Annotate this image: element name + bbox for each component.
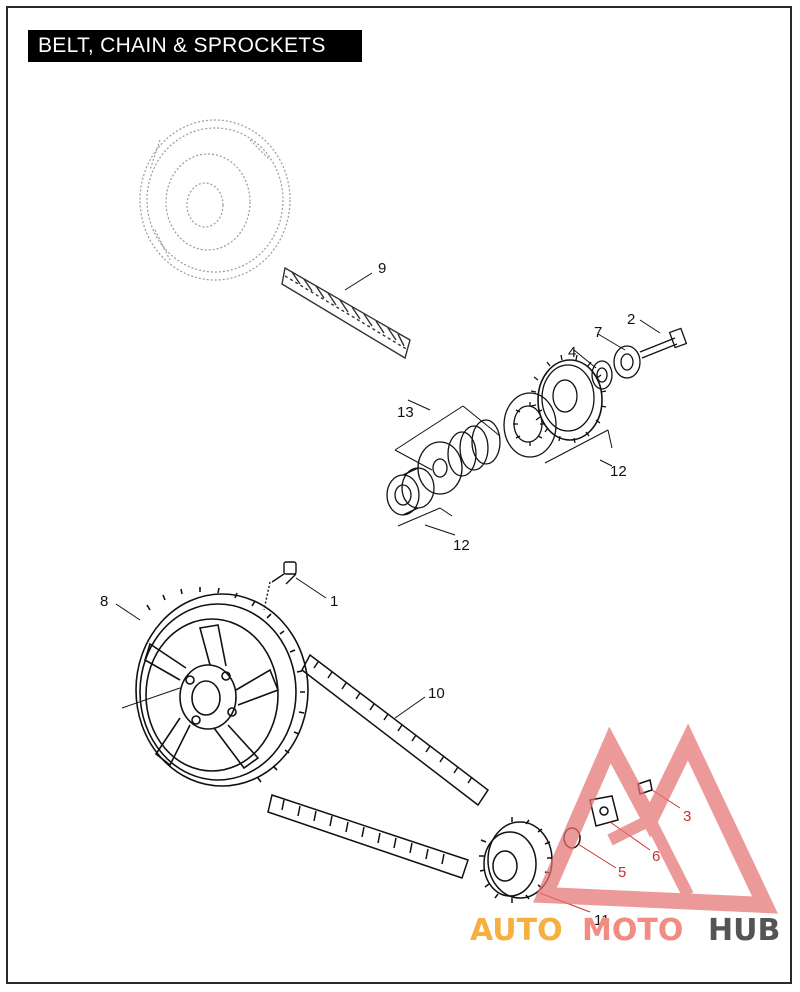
rear-belt-sprocket xyxy=(135,587,309,787)
callout-2: 2 xyxy=(627,311,635,328)
watermark-text: AUTO MOTO HUB xyxy=(470,913,780,948)
callout-12a: 12 xyxy=(610,463,627,480)
primary-chain xyxy=(281,266,411,360)
callout-5: 5 xyxy=(618,864,626,881)
compensating-sprocket xyxy=(386,327,688,516)
callout-10: 10 xyxy=(428,685,445,702)
watermark-logo xyxy=(533,723,778,914)
callout-12b: 12 xyxy=(453,537,470,554)
callout-6: 6 xyxy=(652,848,660,865)
callout-4: 4 xyxy=(568,344,576,361)
watermark-part2: MOTO xyxy=(582,913,683,948)
watermark-part1: AUTO xyxy=(470,913,563,948)
callout-3: 3 xyxy=(683,808,691,825)
callout-13: 13 xyxy=(397,404,414,421)
drive-belt xyxy=(267,653,490,879)
callout-11: 11 xyxy=(594,912,610,929)
sprocket-bolt xyxy=(263,561,297,611)
watermark-part3: HUB xyxy=(708,913,780,948)
callout-9: 9 xyxy=(378,260,386,277)
callout-7: 7 xyxy=(594,324,602,341)
page-title: BELT, CHAIN & SPROCKETS xyxy=(28,30,362,62)
callout-brackets xyxy=(394,405,613,536)
leader-lines xyxy=(115,272,681,913)
ghost-clutch-sprocket xyxy=(139,119,291,281)
callout-8: 8 xyxy=(100,593,108,610)
callout-1: 1 xyxy=(330,593,338,610)
diagram-frame xyxy=(6,6,792,984)
